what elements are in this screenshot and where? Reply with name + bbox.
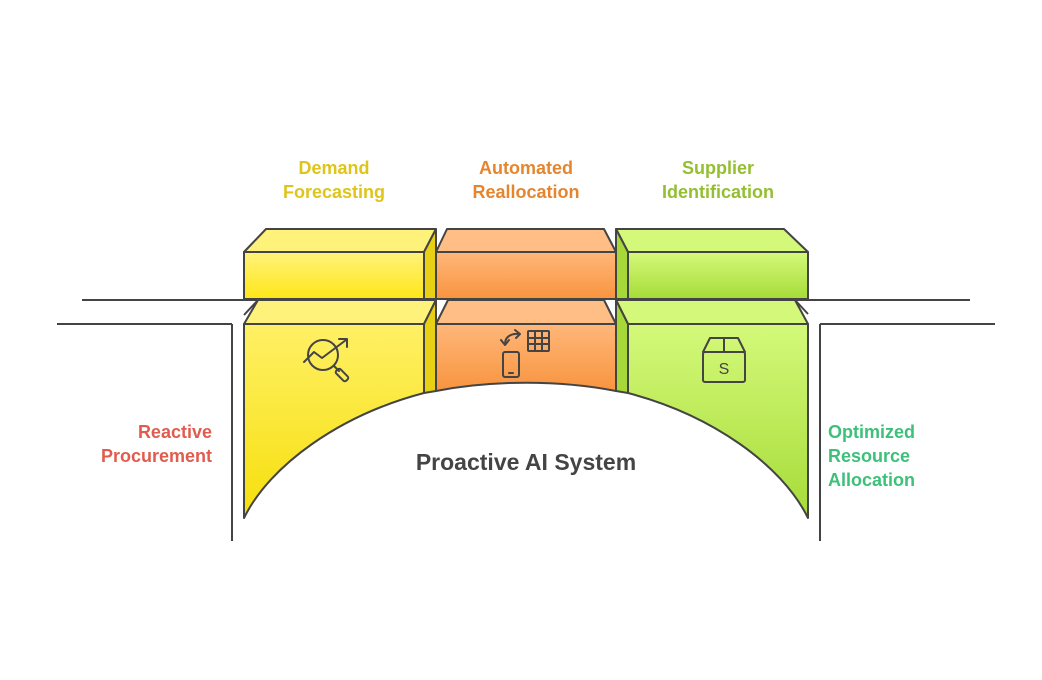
label-reallocation-line1: Automated (479, 158, 573, 178)
block-arch-reallocation (435, 299, 617, 392)
label-demand-line1: Demand (298, 158, 370, 178)
label-reactive-line1: Reactive (137, 422, 212, 442)
label-optimized-line3: Allocation (828, 470, 916, 490)
block-top-supplier (615, 228, 809, 300)
label-optimized-resource-allocation: Optimized Resource Allocation (828, 420, 978, 492)
block-arch-demand (243, 299, 437, 519)
center-title: Proactive AI System (415, 449, 637, 475)
label-reactive-procurement: Reactive Procurement (62, 420, 212, 468)
label-demand-forecasting: Demand Forecasting (264, 156, 404, 204)
label-optimized-line1: Optimized (828, 422, 916, 442)
trend-magnifier-icon (303, 338, 350, 383)
label-demand-line2: Forecasting (282, 182, 386, 202)
block-arch-supplier (615, 299, 809, 519)
device-transfer-icon (500, 329, 550, 378)
label-supplier-identification: Supplier Identification (643, 156, 793, 204)
label-supplier-line2: Identification (662, 182, 774, 202)
label-supplier-line1: Supplier (681, 158, 754, 178)
label-reactive-line2: Procurement (100, 446, 212, 466)
block-top-demand (243, 228, 437, 300)
supplier-box-icon-glyph: S (719, 361, 730, 378)
ground-right (794, 299, 995, 541)
label-reallocation-line2: Reallocation (472, 182, 580, 202)
block-top-reallocation (435, 228, 617, 300)
label-automated-reallocation: Automated Reallocation (451, 156, 601, 204)
supplier-box-icon (702, 337, 746, 383)
label-optimized-line2: Resource (828, 446, 911, 466)
